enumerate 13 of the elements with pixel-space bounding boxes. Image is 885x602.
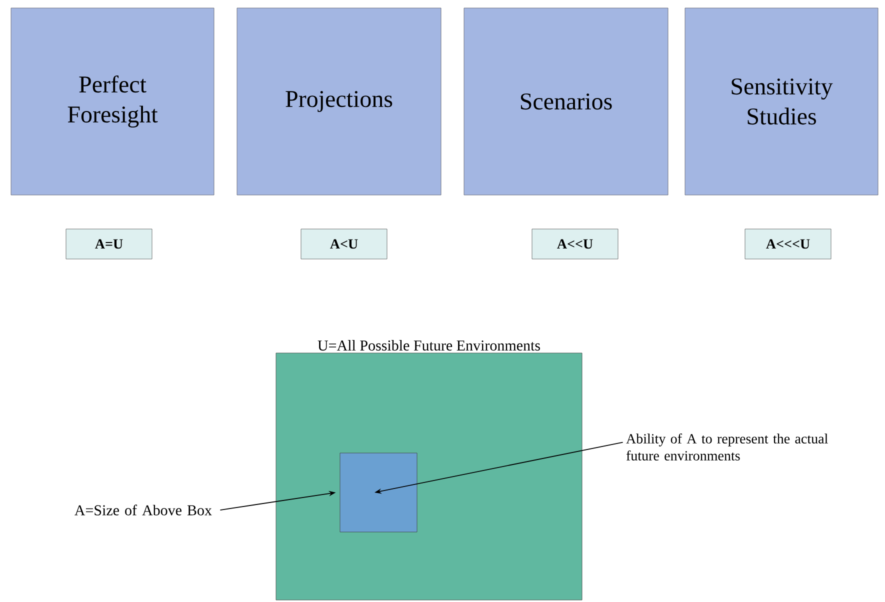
concept-box: Scenarios — [464, 8, 668, 196]
relation-box: A<U — [300, 228, 388, 260]
annotation-text: A=Size of Above Box — [74, 504, 212, 516]
concept-box: Projections — [236, 8, 442, 196]
relation-box: A<<<U — [744, 228, 832, 260]
relation-box: A=U — [66, 228, 152, 260]
subset-box — [340, 452, 418, 532]
relation-box: A<<U — [532, 228, 618, 260]
node-label: U=All Possible Future Environments — [318, 340, 540, 351]
environment-box: U=All Possible Future Environments — [276, 340, 582, 600]
concept-box: Perfect Foresight — [10, 8, 214, 196]
concept-box: Sensitivity Studies — [684, 8, 878, 196]
annotation-text: Ability of A to represent the actual future environments — [626, 434, 828, 460]
